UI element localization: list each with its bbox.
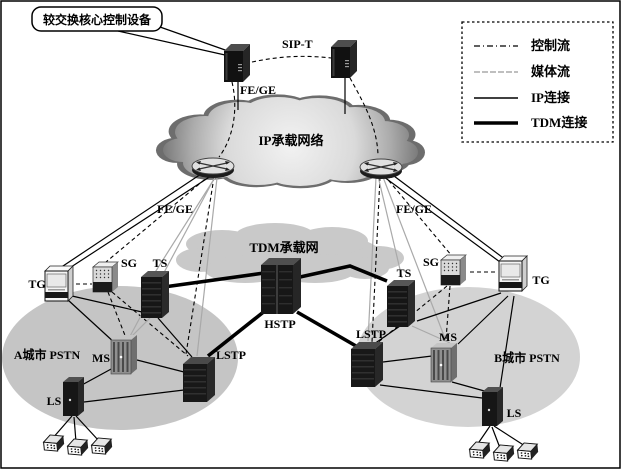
ls-right-icon (482, 387, 503, 426)
tg-right-icon (498, 255, 528, 292)
ls-right-label: LS (507, 406, 522, 420)
softswitch-right-icon (331, 40, 357, 78)
legend-label-ip: IP连接 (531, 90, 570, 105)
sg-right-icon (440, 254, 467, 286)
ts-left-icon (141, 271, 169, 318)
callout (31, 6, 163, 32)
ms-left-label: MS (92, 351, 110, 365)
pstn-a-label: A城市 PSTN (14, 347, 81, 362)
legend-label-tdm: TDM连接 (531, 115, 587, 130)
ts-left-label: TS (153, 256, 168, 270)
router-left-icon (191, 157, 235, 179)
callout-label: 较交换核心控制设备 (43, 12, 152, 27)
phone-b1-icon (468, 439, 492, 461)
fege-right-label: FE/GE (396, 202, 432, 216)
lstp-right-label: LSTP (356, 327, 386, 341)
fege-left-label: FE/GE (157, 202, 193, 216)
pstn-b-label: B城市 PSTN (494, 350, 560, 365)
lstp-right-icon (351, 342, 383, 387)
tg-left-icon (44, 265, 74, 302)
ts-right-label: TS (397, 266, 412, 280)
ip-cloud-label: IP承载网络 (258, 133, 323, 148)
fege-top-label: FE/GE (240, 83, 276, 97)
sg-right-label: SG (423, 255, 439, 269)
ls-left-label: LS (47, 394, 62, 408)
hstp-label: HSTP (264, 317, 295, 331)
legend-label-media: 媒体流 (531, 64, 570, 79)
legend-label-control: 控制流 (531, 38, 570, 53)
legend: 控制流 媒体流 IP连接 TDM连接 (461, 21, 614, 143)
softswitch-left-icon (224, 44, 250, 82)
tg-left-label: TG (28, 277, 45, 291)
legend-box (461, 21, 614, 143)
ms-left-icon (110, 334, 138, 375)
phone-b3-icon (516, 440, 540, 462)
ms-right-icon (430, 342, 458, 383)
labels: 较交换核心控制设备 SIP-T FE/GE IP承载网络 FE/GE FE/GE… (14, 12, 560, 420)
tg-right-label: TG (532, 273, 549, 287)
router-right-icon (359, 158, 403, 180)
sg-left-label: SG (121, 256, 137, 270)
ts-right-icon (387, 280, 415, 327)
tdm-cloud-label: TDM承载网 (249, 240, 318, 255)
hstp-icon (261, 258, 301, 314)
phone-b2-icon (492, 442, 516, 464)
phone-a2-icon (66, 436, 90, 458)
lstp-left-icon (183, 357, 215, 402)
phone-a3-icon (90, 435, 114, 457)
lstp-left-label: LSTP (216, 348, 246, 362)
phone-a1-icon (42, 432, 66, 454)
ms-right-label: MS (439, 330, 457, 344)
sip-t-label: SIP-T (282, 37, 313, 51)
ls-left-icon (63, 377, 84, 416)
sg-left-icon (92, 261, 119, 293)
